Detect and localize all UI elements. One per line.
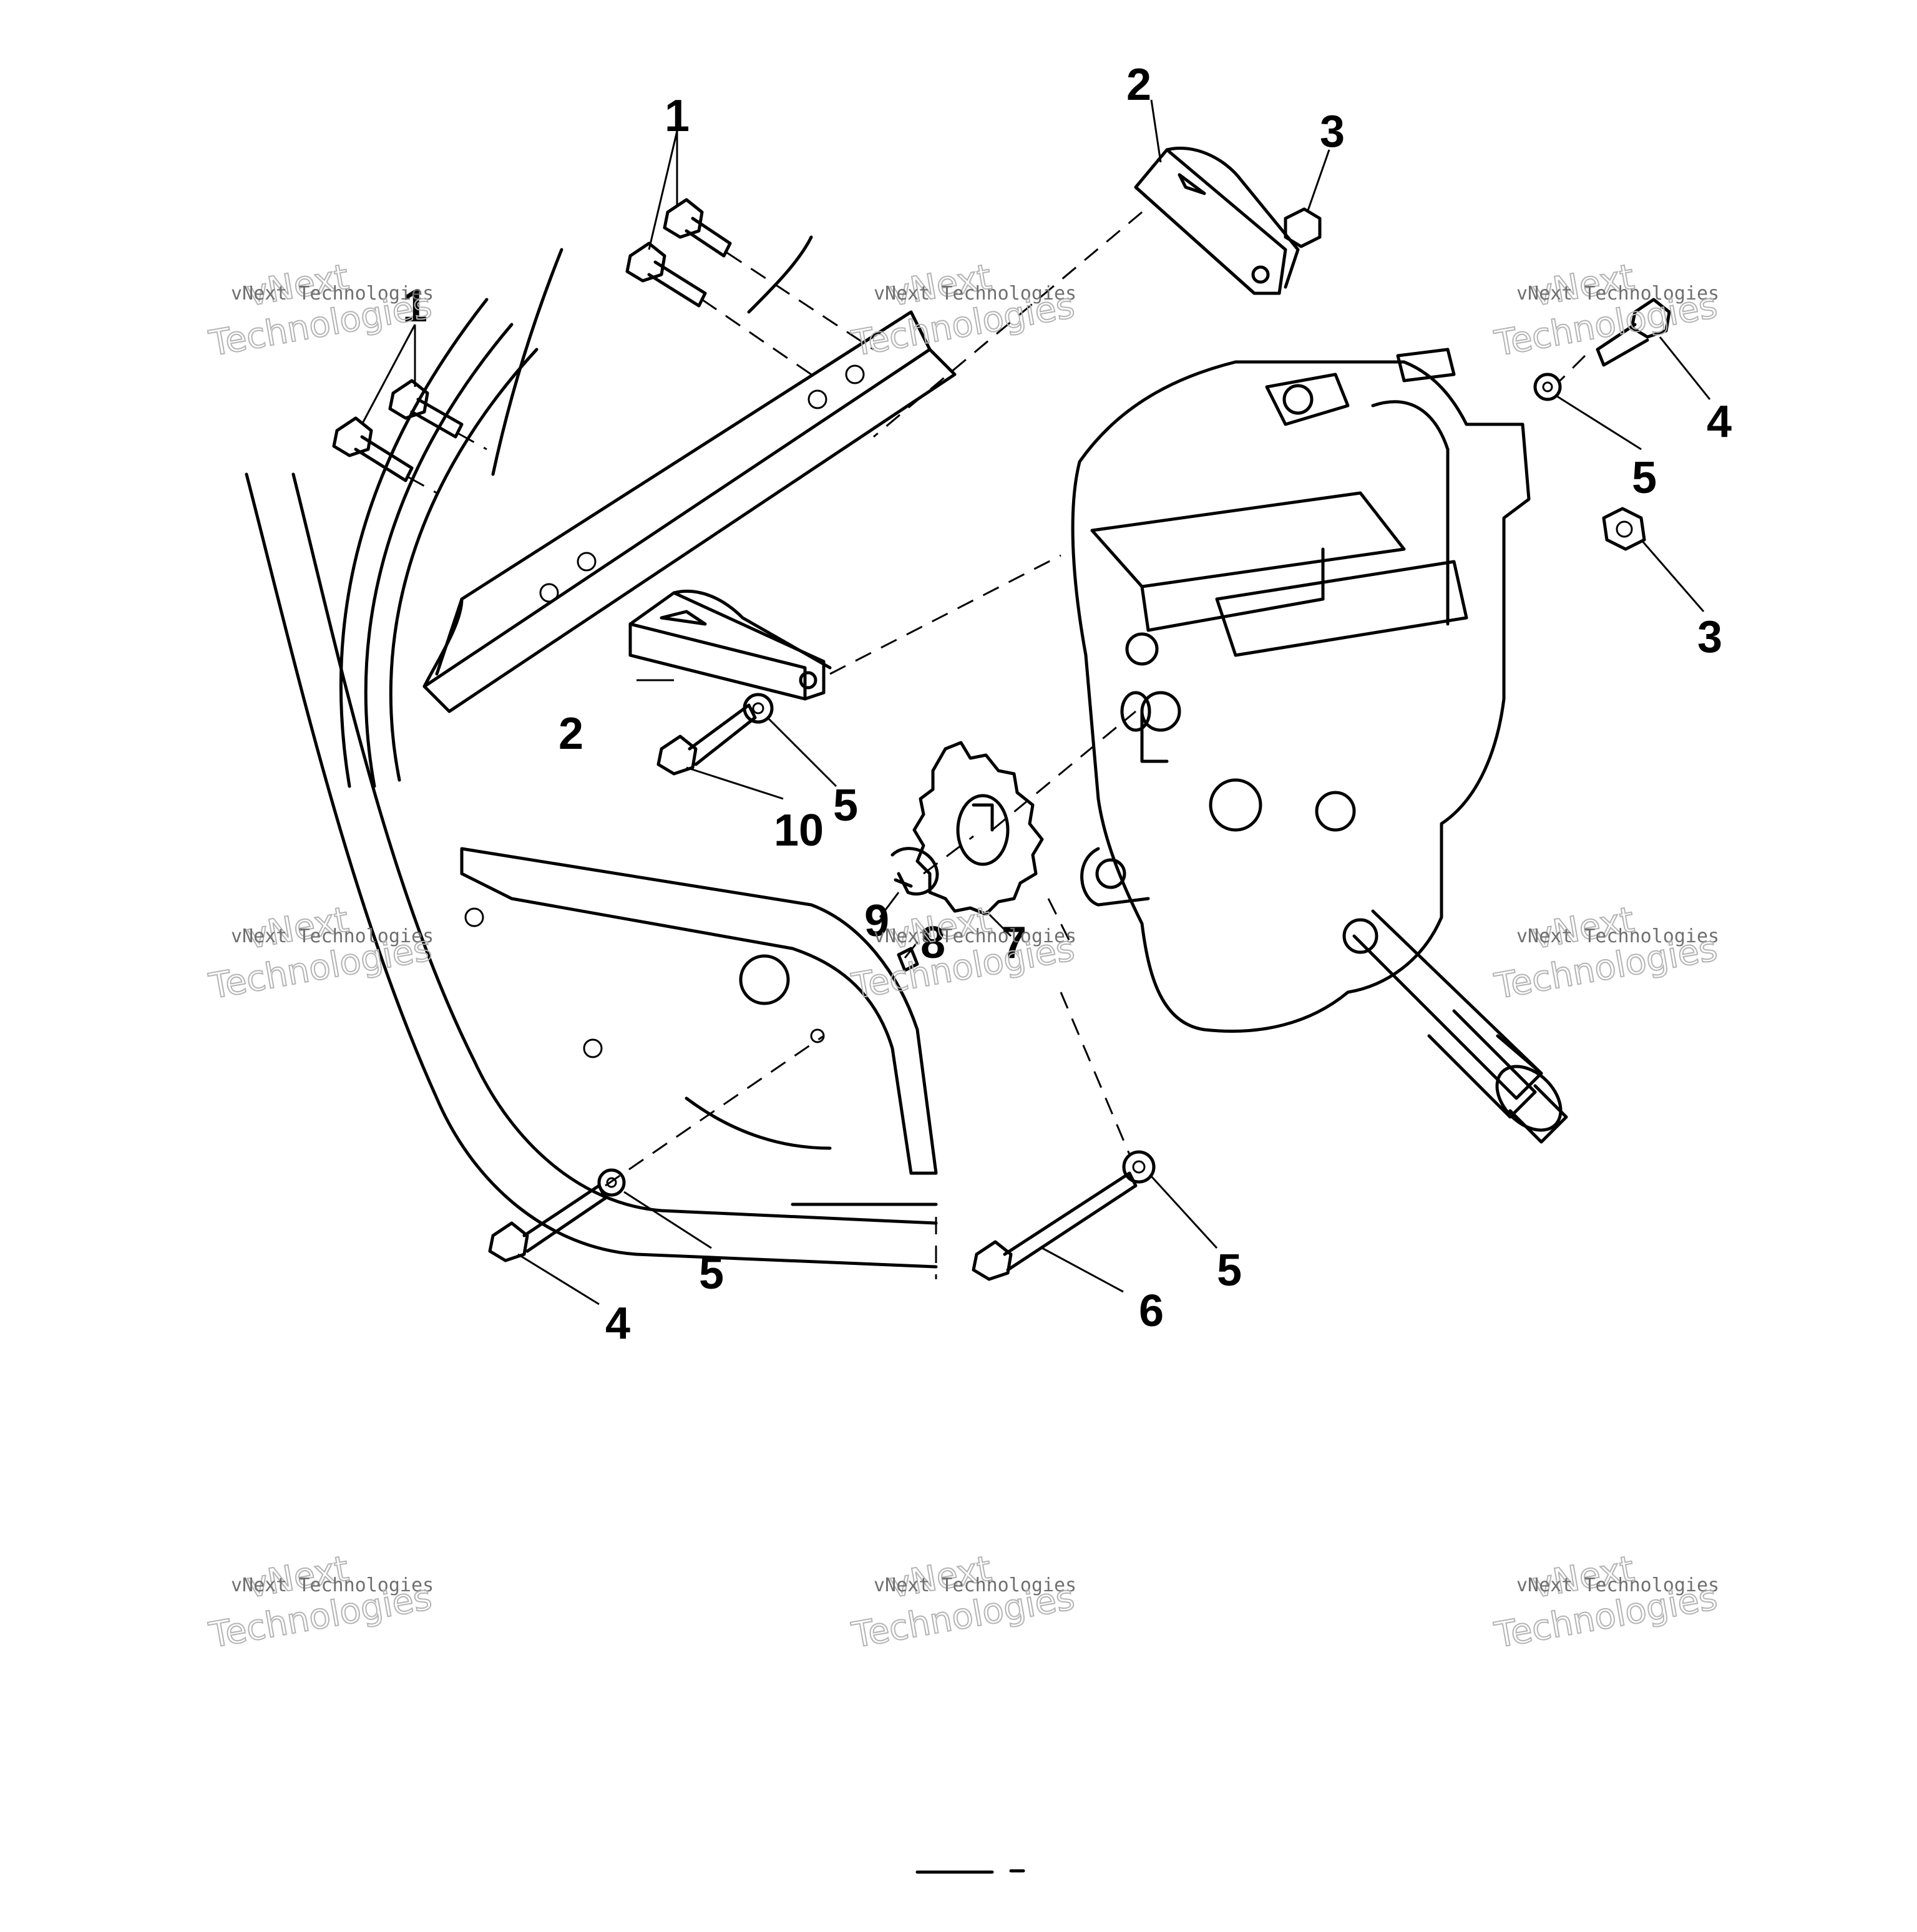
bolt-4-right [1596, 298, 1671, 367]
callout-labels: 1 1 2 3 4 5 3 2 5 10 9 8 7 5 4 6 5 [402, 60, 1732, 1349]
callout-3b: 3 [1697, 612, 1722, 662]
watermark-1: vNext vNext Technologies Technologies [205, 256, 436, 365]
callout-5d: 5 [1217, 1246, 1242, 1295]
callout-9: 9 [864, 896, 889, 946]
watermark-6: vNext vNext Technologies Technologies [1491, 899, 1721, 1008]
watermark-7: vNext vNext Technologies Technologies [205, 1548, 436, 1657]
watermark-text: vNext Technologies [231, 1574, 434, 1596]
watermark-2: vNext vNext Technologies Technologies [848, 256, 1078, 365]
callout-4b: 4 [605, 1299, 630, 1349]
washer-5-lower-left [597, 1168, 626, 1197]
callout-6: 6 [1139, 1286, 1164, 1336]
watermark-3: vNext vNext Technologies Technologies [1491, 256, 1721, 365]
watermark-5: vNext vNext Technologies Technologies [848, 899, 1078, 1008]
callout-3a: 3 [1320, 107, 1345, 157]
bolt-1b [625, 242, 707, 308]
mount-bracket-lower [628, 589, 832, 701]
bolt-1d [332, 416, 414, 482]
nut-3-right [1602, 507, 1646, 551]
watermark-text: vNext Technologies [1516, 1574, 1719, 1596]
bolt-1c [388, 379, 464, 439]
gearbox-housing [1071, 348, 1568, 1144]
callout-5c: 5 [699, 1249, 724, 1299]
watermark-9: vNext vNext Technologies Technologies [1491, 1548, 1721, 1657]
callout-1a: 1 [665, 91, 690, 141]
bolt-1a [663, 198, 732, 258]
snap-ring-and-key [890, 847, 939, 972]
callout-2b: 2 [559, 709, 583, 759]
watermark-text: vNext Technologies [231, 283, 434, 305]
callout-8: 8 [920, 918, 945, 968]
watermark-text: vNext Technologies [874, 283, 1076, 305]
frame-assembly [245, 235, 957, 1269]
washer-5-lower-right [1122, 1150, 1156, 1184]
leader-lines [361, 99, 1711, 1305]
watermark-text: vNext Technologies [231, 925, 434, 947]
mount-bracket-upper [1134, 146, 1300, 295]
watermark-text: vNext Technologies [1516, 925, 1719, 947]
callout-10: 10 [774, 806, 824, 856]
callout-5b: 5 [833, 781, 858, 831]
footer-mark [915, 1869, 1025, 1874]
callout-2a: 2 [1126, 60, 1151, 110]
bolt-6 [972, 1171, 1138, 1281]
watermark-text: vNext Technologies [1516, 283, 1719, 305]
watermark-text: vNext Technologies [874, 925, 1076, 947]
nut-3-top [1284, 207, 1322, 248]
watermark-8: vNext vNext Technologies Technologies [848, 1548, 1078, 1657]
watermark-text: vNext Technologies [874, 1574, 1076, 1596]
callout-5a: 5 [1632, 453, 1657, 503]
bolt-10 [656, 703, 757, 776]
drive-sprocket [912, 741, 1044, 916]
assembly-lines [408, 211, 1586, 1279]
watermark-4: vNext vNext Technologies Technologies [205, 899, 436, 1008]
callout-7: 7 [1002, 918, 1027, 968]
callout-1b: 1 [402, 281, 427, 331]
washer-5-mid [743, 693, 774, 724]
washer-5-right [1533, 373, 1562, 401]
callout-4a: 4 [1707, 397, 1732, 447]
